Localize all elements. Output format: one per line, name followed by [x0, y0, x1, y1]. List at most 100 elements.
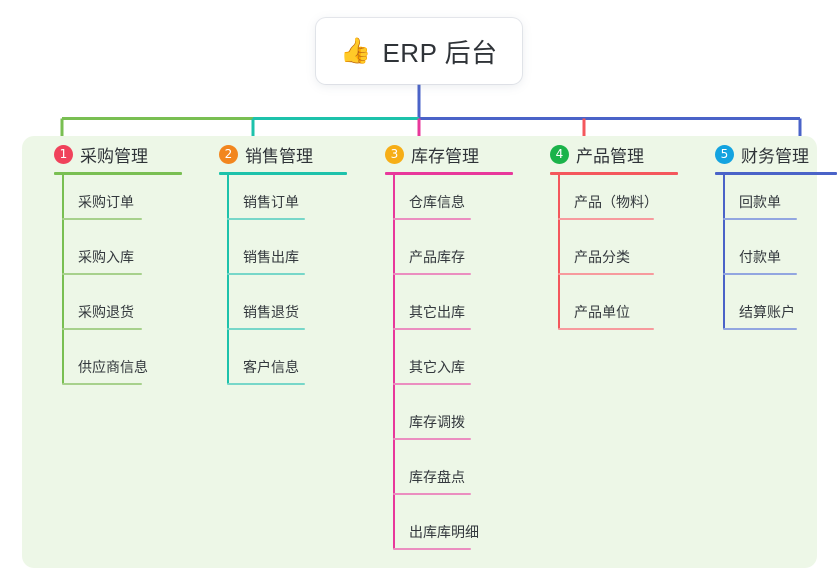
branch-spine [723, 174, 725, 329]
thumbs-up-icon: 👍 [340, 36, 372, 65]
branch-title: 采购管理 [80, 146, 148, 166]
branch-number-badge: 5 [715, 144, 734, 164]
branch-item-rule [62, 328, 142, 330]
branch-item[interactable]: 采购订单 [38, 174, 188, 229]
branch-item[interactable]: 采购入库 [38, 229, 188, 284]
branch-header-3[interactable]: 3 库存管理 [369, 136, 519, 172]
branch-title: 财务管理 [741, 146, 809, 166]
branch-spine [227, 174, 229, 384]
branch-item[interactable]: 采购退货 [38, 284, 188, 339]
branch-item-rule [227, 273, 305, 275]
branch-item-rule [723, 328, 797, 330]
branches-panel: 1 采购管理采购订单采购入库采购退货供应商信息 2 销售管理销售订单销售出库销售退货客… [22, 136, 837, 568]
branch-number-badge: 1 [54, 144, 73, 164]
branch-item[interactable]: 其它入库 [369, 339, 519, 394]
branch-item[interactable]: 结算账户 [699, 284, 839, 339]
branch-number-badge: 2 [219, 144, 238, 164]
branch-item-list: 采购订单采购入库采购退货供应商信息 [38, 174, 188, 394]
branch-item-rule [393, 218, 471, 220]
branch-header-5[interactable]: 5 财务管理 [699, 136, 839, 172]
branch-title: 销售管理 [245, 146, 313, 166]
branch-item-label: 产品（物料） [574, 194, 658, 210]
branch-item-rule [227, 328, 305, 330]
branch-header-2[interactable]: 2 销售管理 [203, 136, 353, 172]
branch-item-label: 供应商信息 [78, 359, 148, 375]
branch-item[interactable]: 库存调拨 [369, 394, 519, 449]
branch-item-label: 其它出库 [409, 304, 465, 320]
branch-spine [62, 174, 64, 384]
branch-item[interactable]: 产品分类 [534, 229, 684, 284]
branch-item[interactable]: 付款单 [699, 229, 839, 284]
branch-item-list: 销售订单销售出库销售退货客户信息 [203, 174, 353, 394]
branch-item[interactable]: 出库库明细 [369, 504, 519, 559]
branch-item-rule [558, 218, 654, 220]
branch-item-label: 仓库信息 [409, 194, 465, 210]
branch-number-badge: 3 [385, 144, 404, 164]
branch-item-rule [393, 548, 471, 550]
branch-header-rule [385, 172, 513, 175]
branch-header-rule [54, 172, 182, 175]
branch-item-label: 销售退货 [243, 304, 299, 320]
branch-item-rule [723, 273, 797, 275]
branch-item[interactable]: 库存盘点 [369, 449, 519, 504]
branch-item[interactable]: 销售退货 [203, 284, 353, 339]
branch-header-rule [550, 172, 678, 175]
branch-item[interactable]: 销售订单 [203, 174, 353, 229]
branch-item-label: 采购入库 [78, 249, 134, 265]
branch-item[interactable]: 供应商信息 [38, 339, 188, 394]
branch-item-list: 产品（物料） 产品分类产品单位 [534, 174, 684, 339]
branch-title: 产品管理 [576, 146, 644, 166]
branch-item-label: 产品分类 [574, 249, 630, 265]
branch-item-list: 仓库信息产品库存其它出库其它入库库存调拨库存盘点出库库明细 [369, 174, 519, 559]
branch-item-label: 其它入库 [409, 359, 465, 375]
branch-item[interactable]: 回款单 [699, 174, 839, 229]
branch-item-rule [393, 438, 471, 440]
branch-item[interactable]: 产品单位 [534, 284, 684, 339]
root-node-title: ERP 后台 [382, 37, 498, 68]
branch-header-rule [219, 172, 347, 175]
root-node-content: 👍 ERP 后台 [340, 33, 497, 70]
branch-item-label: 产品单位 [574, 304, 630, 320]
branch-item-rule [393, 328, 471, 330]
branch-item-rule [62, 273, 142, 275]
branch-column-3: 3 库存管理仓库信息产品库存其它出库其它入库库存调拨库存盘点出库库明细 [369, 136, 519, 550]
branch-header-4[interactable]: 4 产品管理 [534, 136, 684, 172]
branch-item-label: 结算账户 [739, 304, 795, 320]
root-node[interactable]: 👍 ERP 后台 [316, 18, 522, 84]
branch-item-label: 销售订单 [243, 194, 299, 210]
branch-item-label: 采购退货 [78, 304, 134, 320]
branch-header-1[interactable]: 1 采购管理 [38, 136, 188, 172]
branch-item[interactable]: 产品库存 [369, 229, 519, 284]
branch-item[interactable]: 销售出库 [203, 229, 353, 284]
branch-item-label: 客户信息 [243, 359, 299, 375]
branch-item[interactable]: 仓库信息 [369, 174, 519, 229]
branch-header-rule [715, 172, 837, 175]
branch-item-rule [393, 273, 471, 275]
branch-column-2: 2 销售管理销售订单销售出库销售退货客户信息 [203, 136, 353, 385]
branch-item[interactable]: 产品（物料） [534, 174, 684, 229]
branch-column-4: 4 产品管理产品（物料） 产品分类产品单位 [534, 136, 684, 330]
branch-item-list: 回款单付款单结算账户 [699, 174, 839, 339]
branch-item-rule [62, 218, 142, 220]
branch-item-rule [558, 273, 654, 275]
branch-item-rule [227, 218, 305, 220]
branch-item-rule [723, 218, 797, 220]
branch-item-label: 产品库存 [409, 249, 465, 265]
branch-item-rule [558, 328, 654, 330]
branch-item-label: 库存盘点 [409, 469, 465, 485]
branch-number-badge: 4 [550, 144, 569, 164]
branch-item[interactable]: 其它出库 [369, 284, 519, 339]
branch-column-1: 1 采购管理采购订单采购入库采购退货供应商信息 [38, 136, 188, 385]
branch-item[interactable]: 客户信息 [203, 339, 353, 394]
branch-item-label: 库存调拨 [409, 414, 465, 430]
branch-item-label: 出库库明细 [409, 524, 479, 540]
branch-title: 库存管理 [411, 146, 479, 166]
branch-item-rule [62, 383, 142, 385]
branch-item-rule [227, 383, 305, 385]
branch-item-label: 付款单 [739, 249, 781, 265]
branch-column-5: 5 财务管理回款单付款单结算账户 [699, 136, 839, 330]
branch-item-label: 回款单 [739, 194, 781, 210]
branch-spine [393, 174, 395, 549]
branch-item-label: 销售出库 [243, 249, 299, 265]
